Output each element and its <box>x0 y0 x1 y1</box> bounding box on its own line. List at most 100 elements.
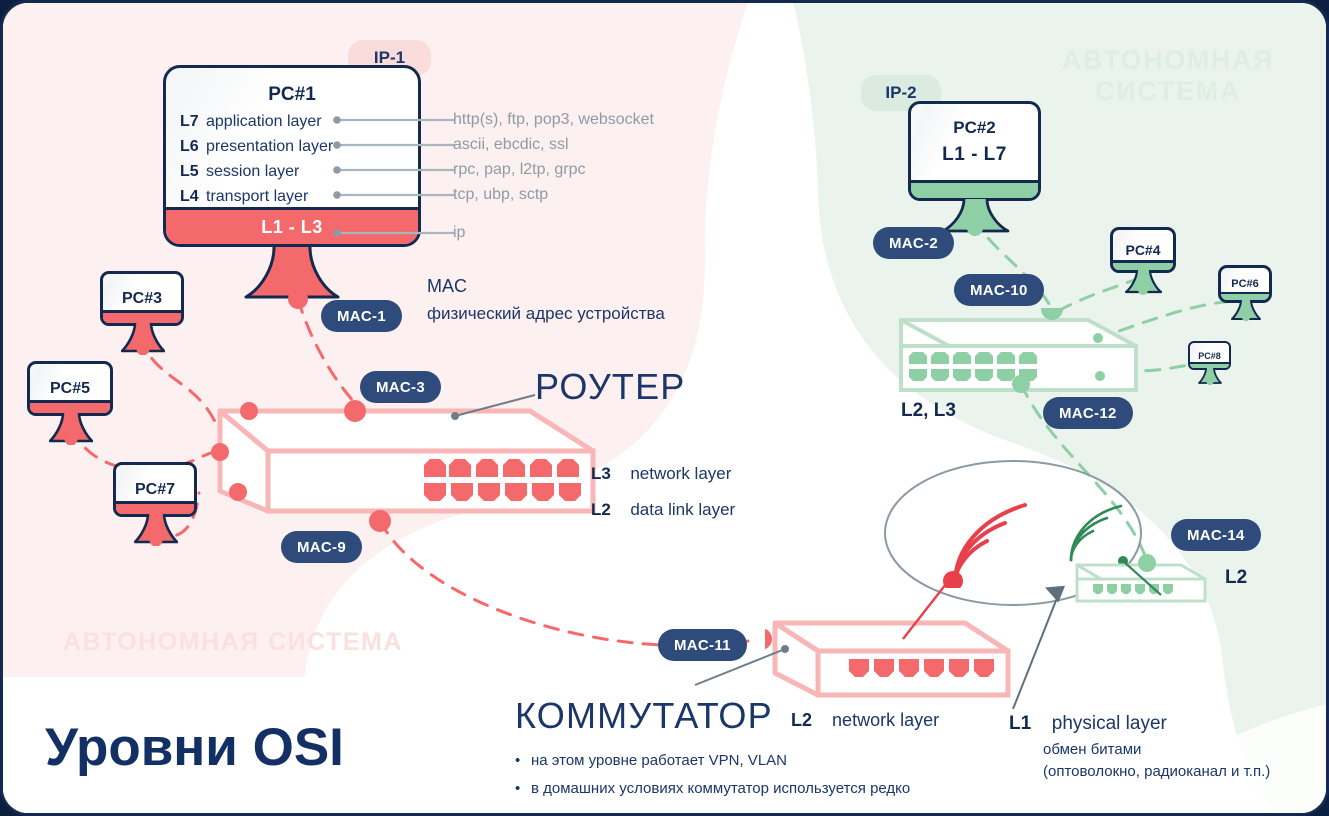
layer-number: L4 <box>180 188 199 205</box>
pc1-monitor: PC#1 L7 application layer L6 presentatio… <box>163 65 421 247</box>
router-l3-name: network layer <box>630 464 732 483</box>
pc1-band-label: L1 - L3 <box>166 207 418 244</box>
page-title: Уровни OSI <box>45 718 344 777</box>
green-switch-ports <box>909 352 1037 381</box>
protocol-l4: tcp, ubp, sctp <box>453 186 549 203</box>
layer-row: L7 application layer <box>180 113 418 138</box>
router-layer-l3: L3 network layer <box>591 464 731 484</box>
pc2-stand <box>942 199 1010 236</box>
layer-name: application layer <box>206 113 322 130</box>
mac-badge-11: MAC-11 <box>658 629 747 661</box>
mac-caption-subtitle: физический адрес устройства <box>427 304 665 323</box>
bullet-item: •на этом уровне работает VPN, VLAN <box>515 752 787 769</box>
switch-port-dot <box>765 628 772 650</box>
switch-l2-num: L2 <box>791 710 813 730</box>
bullet-text: в домашних условиях коммутатор используе… <box>531 779 911 797</box>
pc8-label: PC#8 <box>1198 350 1221 361</box>
physical-layer-line1: обмен битами <box>1043 741 1142 758</box>
switch-layer-note: L2 network layer <box>791 710 939 731</box>
pc7-stand <box>134 514 178 546</box>
pc3-monitor: PC#3 <box>100 271 184 355</box>
mac-badge-12: MAC-12 <box>1043 397 1133 429</box>
physical-layer-arrow <box>1012 585 1066 710</box>
pc2-base <box>911 180 1038 198</box>
router-heading: РОУТЕР <box>535 366 686 407</box>
layer-row: L6 presentation layer <box>180 138 418 163</box>
pc3-stand <box>121 323 165 355</box>
mac-badge-3: MAC-3 <box>360 371 441 403</box>
physical-layer-heading: L1 physical layer <box>1009 713 1167 735</box>
router-l3-num: L3 <box>591 464 611 483</box>
switch-ports <box>849 659 994 677</box>
layer-number: L6 <box>180 138 199 155</box>
green-switch-device <box>899 308 1138 393</box>
pc2-layers-label: L1 - L7 <box>942 144 1007 165</box>
watermark-green: АВТОНОМНАЯ СИСТЕМА <box>1061 45 1275 107</box>
router-leader-line <box>451 394 536 420</box>
pc7-monitor: PC#7 <box>113 462 197 546</box>
physical-l1-name: physical layer <box>1051 713 1167 734</box>
pc1-layer-list: L7 application layer L6 presentation lay… <box>180 113 418 213</box>
pc2-name: PC#2 <box>953 118 996 137</box>
pc6-label: PC#6 <box>1231 278 1259 290</box>
bullet-text: на этом уровне работает VPN, VLAN <box>531 752 787 769</box>
pc1-port-dot <box>288 289 308 309</box>
layer-name: transport layer <box>206 188 309 205</box>
green-switch-layers-label: L2, L3 <box>901 400 956 421</box>
mac-caption-title: MAC <box>427 276 467 296</box>
router-ports <box>424 459 581 501</box>
router-device <box>211 400 596 532</box>
bullet-item: •в домашних условиях коммутатор использу… <box>515 779 911 797</box>
router-l2-num: L2 <box>591 500 611 519</box>
mac-badge-14: MAC-14 <box>1171 519 1261 551</box>
mac-badge-10: MAC-10 <box>954 274 1044 306</box>
protocol-l5: rpc, pap, l2tp, grpc <box>453 161 586 178</box>
mac-badge-9: MAC-9 <box>281 531 362 563</box>
protocol-l6: ascii, ebcdic, ssl <box>453 136 569 153</box>
pc1-protocol-leaders <box>333 116 455 237</box>
pc8-stand <box>1198 368 1222 386</box>
access-point-dot <box>1138 554 1156 572</box>
layer-row: L5 session layer <box>180 163 418 188</box>
physical-l1-num: L1 <box>1009 713 1032 734</box>
layer-number: L5 <box>180 163 199 180</box>
router-port-dots <box>211 400 391 532</box>
wifi-red-leader-line <box>902 574 954 640</box>
layer-name: presentation layer <box>206 138 334 155</box>
pc4-monitor: PC#4 <box>1110 227 1176 295</box>
pc3-label: PC#3 <box>121 289 163 307</box>
pc5-label: PC#5 <box>49 379 91 397</box>
wifi-waves-red-icon <box>943 503 1027 588</box>
switch-leader-line <box>694 645 789 686</box>
switch-heading: КОММУТАТОР <box>515 695 773 736</box>
switch-device <box>765 620 1011 698</box>
watermark-pink: АВТОНОМНАЯ СИСТЕМА <box>63 628 403 656</box>
access-point-device <box>1075 554 1207 603</box>
physical-layer-line2: (оптоволокно, радиоканал и т.п.) <box>1043 763 1271 780</box>
layer-number: L7 <box>180 113 199 130</box>
title-card <box>3 677 433 813</box>
wifi-red-origin-dot <box>943 571 963 588</box>
mac-badge-1: MAC-1 <box>321 300 402 332</box>
pc5-stand <box>49 413 93 445</box>
pc2-monitor: PC#2 L1 - L7 <box>908 101 1041 201</box>
mac-badge-2: MAC-2 <box>873 227 954 259</box>
pc6-monitor: PC#6 <box>1218 265 1272 322</box>
protocol-l7: http(s), ftp, pop3, websocket <box>453 111 654 128</box>
switch-l2-name: network layer <box>832 710 940 730</box>
pc5-monitor: PC#5 <box>27 361 113 445</box>
pc8-monitor: PC#8 <box>1188 341 1231 386</box>
pc4-label: PC#4 <box>1125 242 1161 258</box>
router-layer-l2: L2 data link layer <box>591 500 735 520</box>
access-point-layer-label: L2 <box>1225 567 1248 588</box>
wifi-green-leader-line <box>1122 560 1162 596</box>
protocol-ip: ip <box>453 224 466 241</box>
pc6-stand <box>1231 300 1261 322</box>
pc4-stand <box>1125 270 1162 295</box>
router-l2-name: data link layer <box>630 500 736 519</box>
pc7-label: PC#7 <box>134 480 176 498</box>
green-switch-dots <box>1012 308 1105 393</box>
wireless-coverage-ellipse <box>884 460 1142 606</box>
switch-bullets: •на этом уровне работает VPN, VLAN •в до… <box>515 747 910 803</box>
